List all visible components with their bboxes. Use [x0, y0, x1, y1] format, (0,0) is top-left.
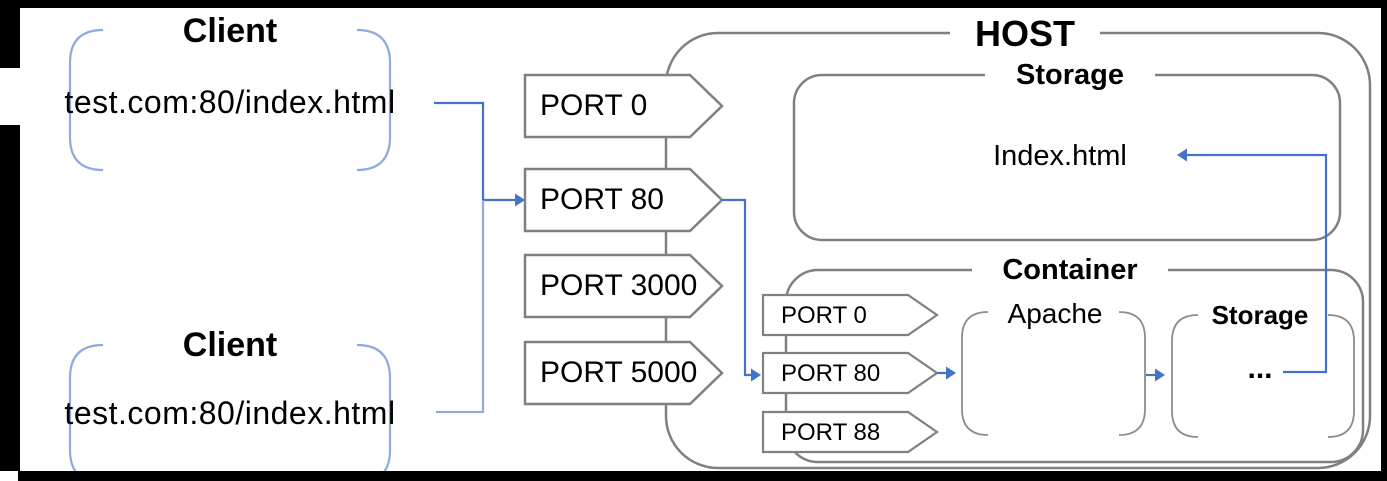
- client2-title: Client: [182, 326, 278, 364]
- client1-title: Client: [182, 12, 278, 50]
- container-storage-left-bracket: [1171, 314, 1199, 438]
- frame-bottom-bar: [18, 471, 1387, 481]
- client2-url: test.com:80/index.html: [64, 395, 396, 431]
- host-port-3000-arrow-shape: [523, 253, 724, 319]
- index-html-label: Index.html: [993, 140, 1127, 172]
- containerport80-to-apache-arrowhead: [946, 366, 956, 380]
- host-port-0-arrow-shape: [523, 73, 724, 139]
- client1-to-port80-arrowhead: [515, 193, 525, 207]
- apache-right-bracket: [1118, 311, 1146, 436]
- container-storage-dots: ...: [1247, 352, 1273, 385]
- host-port-5000-label: PORT 5000: [540, 356, 698, 389]
- frame-top-bar: [0, 0, 1387, 8]
- host-port-3000-label: PORT 3000: [540, 269, 698, 302]
- container-port-80-label: PORT 80: [781, 360, 881, 387]
- container-port-88-arrow-shape: [761, 410, 939, 454]
- container-port-88-label: PORT 88: [781, 419, 881, 446]
- frame-right-bar: [1381, 8, 1387, 481]
- storage-to-indexhtml-arrowhead: [1177, 148, 1187, 162]
- container-port-0-arrow-shape: [761, 293, 939, 337]
- client1-right-bracket: [356, 28, 392, 172]
- hostport80-to-containerport80-connector: [722, 198, 751, 377]
- apache-label: Apache: [1007, 298, 1103, 329]
- host-title: HOST: [950, 14, 1100, 54]
- container-title: Container: [972, 253, 1168, 287]
- host-port-5000-arrow-shape: [523, 340, 724, 406]
- client1-left-bracket: [68, 28, 104, 172]
- host-port-80-arrow-shape: [523, 167, 724, 233]
- client1-url: test.com:80/index.html: [64, 84, 396, 120]
- container-storage-right-bracket: [1327, 314, 1355, 438]
- container-port-80-arrow-shape: [761, 351, 939, 395]
- container-storage-title: Storage: [1211, 300, 1309, 330]
- apache-left-bracket: [961, 311, 989, 436]
- container-port-0-label: PORT 0: [781, 302, 867, 329]
- frame-left-bar-lower: [0, 125, 20, 471]
- storage-to-indexhtml-connector: [1187, 153, 1328, 374]
- client2-to-junction-connector: [436, 200, 485, 414]
- apache-to-storage-arrowhead: [1155, 368, 1165, 382]
- host-box-outline: [664, 31, 1372, 470]
- client1-to-port80-connector: [434, 101, 515, 202]
- frame-left-bar-upper: [0, 8, 20, 68]
- host-port-0-label: PORT 0: [540, 89, 648, 122]
- host-storage-title: Storage: [985, 58, 1155, 92]
- hostport80-to-containerport80-arrowhead: [751, 368, 761, 382]
- host-port-80-label: PORT 80: [540, 183, 664, 216]
